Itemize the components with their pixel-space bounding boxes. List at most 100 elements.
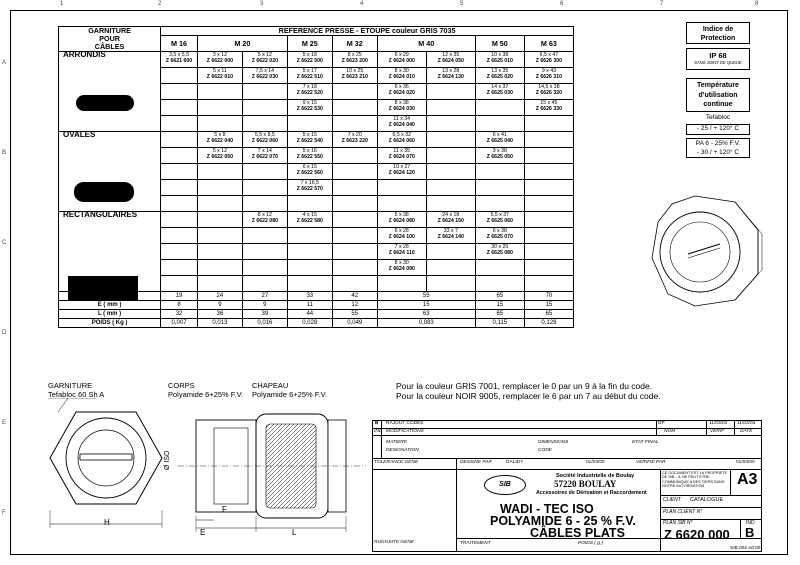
dim-value: 24	[196, 291, 243, 301]
chapeau-label: CHAPEAU	[252, 381, 289, 390]
dim-value: 9	[196, 300, 243, 310]
table-cell	[286, 195, 333, 212]
table-cell	[425, 163, 476, 180]
ip-sub: SANS JOINT DE QUEUE	[694, 60, 742, 65]
table-cell	[196, 163, 243, 180]
dim-value: 15	[523, 300, 575, 310]
dim-value: 0,128	[523, 318, 575, 328]
client-label: CLIENT	[663, 497, 681, 503]
code-label: CODE	[538, 448, 552, 453]
plan-sib-label: PLAN SIB N°	[663, 520, 693, 526]
client-value: CATALOGUE	[690, 497, 724, 503]
temperature-heading: Température d'utilisation continue	[686, 78, 750, 112]
dim-value: 65	[474, 309, 525, 319]
grid-number: 6	[560, 1, 564, 7]
grid-letter: C	[2, 240, 7, 246]
header-size: M 16	[160, 35, 198, 52]
dim-value: 0,013	[196, 318, 243, 328]
table-cell	[286, 115, 333, 132]
table-cell	[160, 259, 198, 276]
pa-box: PA 6 - 25% F.V. - 30 / + 120° C	[686, 138, 750, 158]
table-cell	[474, 99, 525, 116]
dim-value: 55	[331, 309, 378, 319]
table-cell	[196, 243, 243, 260]
table-cell	[241, 195, 288, 212]
table-cell	[474, 115, 525, 132]
grid-number: 7	[660, 1, 664, 7]
dimensions-label: DIMENSIONS	[538, 440, 569, 445]
dessinateur: DALIDY	[506, 460, 524, 465]
table-cell	[331, 227, 378, 244]
pa-temp: - 30 / + 120° C	[696, 149, 740, 156]
ind-label: IND	[374, 429, 383, 434]
traitement-label: TRAITEMENT	[460, 541, 491, 546]
drawing-frame	[10, 10, 788, 555]
date-verif: 01/03/00	[736, 460, 755, 465]
table-cell	[523, 227, 575, 244]
dim-e-label: E	[200, 528, 206, 537]
dim-f-label: F	[222, 505, 227, 514]
table-cell	[376, 275, 427, 292]
dim-value: 36	[196, 309, 243, 319]
garniture-label: GARNITURE	[48, 381, 93, 390]
dim-value: 70	[523, 291, 575, 301]
dim-value: 44	[286, 309, 333, 319]
grid-number: 2	[158, 1, 162, 7]
tolerance-label: TOLERANCE GENE	[374, 460, 419, 465]
table-cell	[474, 179, 525, 196]
table-cell	[160, 147, 198, 164]
rev-date-1: 11/03/03	[709, 421, 728, 426]
header-size: M 32	[331, 35, 378, 52]
round-cable-shape	[76, 95, 134, 111]
table-cell	[331, 275, 378, 292]
rev-description: RAJOUT CODES	[386, 421, 424, 426]
table-cell	[241, 259, 288, 276]
table-cell	[196, 195, 243, 212]
table-cell	[241, 99, 288, 116]
table-cell	[160, 195, 198, 212]
table-cell	[57, 163, 162, 180]
chapeau-material: Polyamide 6+25% F.V.	[252, 390, 327, 399]
grid-number: 1	[60, 1, 64, 7]
grid-number: 3	[260, 1, 264, 7]
nom-label: NOM	[664, 429, 676, 434]
date-dessin: 01/03/00	[586, 460, 605, 465]
table-cell	[57, 227, 162, 244]
table-cell	[160, 163, 198, 180]
verifie-label: VERIFIE PAR	[636, 460, 666, 465]
table-cell	[425, 131, 476, 148]
table-cell	[474, 195, 525, 212]
dim-label-l: L ( mm )	[57, 309, 162, 319]
note-grey: Pour la couleur GRIS 7001, remplacer le …	[396, 381, 653, 391]
table-cell	[241, 243, 288, 260]
table-cell	[425, 179, 476, 196]
header-size: M 63	[523, 35, 575, 52]
table-cell	[523, 259, 575, 276]
dim-value: 0,115	[474, 318, 525, 328]
table-cell	[331, 115, 378, 132]
